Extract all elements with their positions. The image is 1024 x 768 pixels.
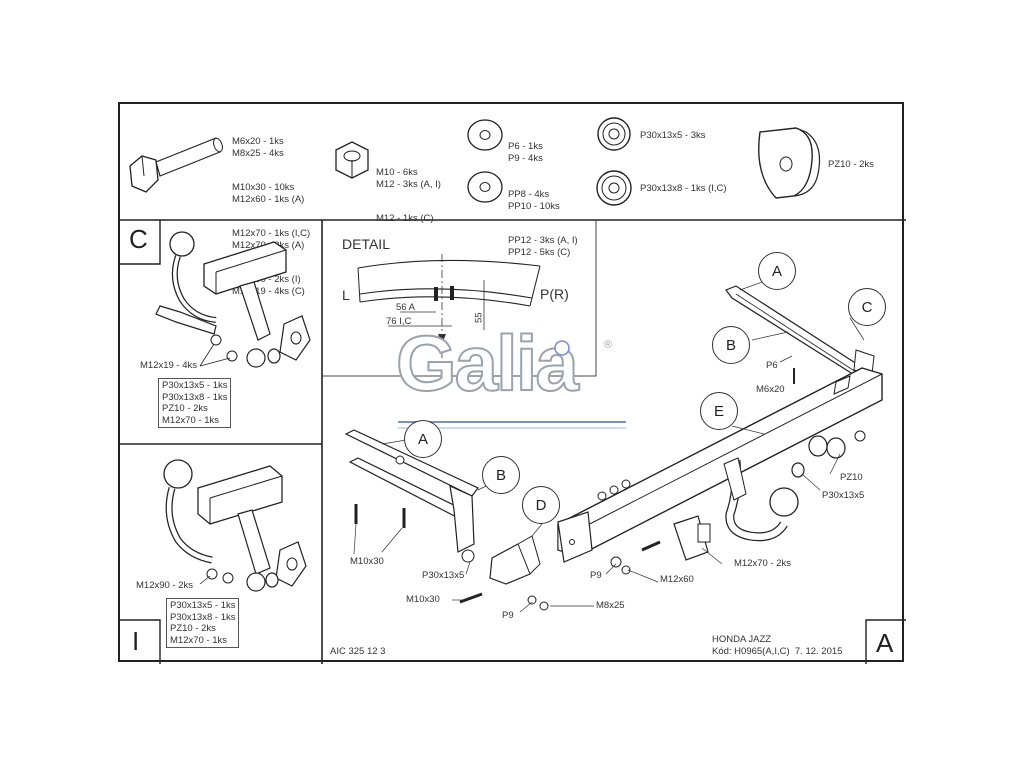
frame-lines bbox=[120, 219, 906, 664]
thick-washer-label-2: P30x13x8 - 1ks (I,C) bbox=[640, 183, 727, 194]
detail-drawing bbox=[357, 254, 541, 364]
label-m10x30-b: M10x30 bbox=[406, 594, 440, 605]
label-m6x20: M6x20 bbox=[756, 384, 785, 395]
callout-e: E bbox=[700, 392, 738, 430]
panel-c-letter: C bbox=[129, 224, 148, 254]
washer-icon bbox=[467, 119, 503, 203]
galia-logo: Galia bbox=[395, 318, 580, 408]
callout-b-top: B bbox=[712, 326, 750, 364]
detail-right-label: P(R) bbox=[540, 286, 569, 302]
nut-icon bbox=[335, 141, 369, 179]
label-m8x25: M8x25 bbox=[596, 600, 625, 611]
callout-b-mid: B bbox=[482, 456, 520, 494]
variant-letter: A bbox=[876, 628, 894, 658]
callout-c-top: C bbox=[848, 288, 886, 326]
thick-washer-label-1: P30x13x5 - 3ks bbox=[640, 130, 706, 141]
panel-i-drawing bbox=[163, 459, 307, 592]
kod-date: Kód: H0965(A,I,C) 7. 12. 2015 bbox=[712, 646, 843, 657]
hardware-illustrations bbox=[129, 117, 821, 206]
panel-i-letter: I bbox=[132, 626, 140, 656]
main-assembly-drawing bbox=[344, 279, 883, 613]
callout-a-left: A bbox=[404, 420, 442, 458]
callout-d: D bbox=[522, 486, 560, 524]
label-p9-b: P9 bbox=[502, 610, 514, 621]
label-p9-a: P9 bbox=[590, 570, 602, 581]
panel-c-drawing bbox=[155, 231, 311, 368]
drawing-code: AIC 325 12 3 bbox=[330, 646, 386, 657]
plate-icon bbox=[758, 127, 821, 199]
thick-washer-icon bbox=[596, 117, 632, 206]
panel-c-bolt-label: M12x19 - 4ks bbox=[140, 360, 198, 371]
panel-i-bolt-label: M12x90 - 2ks bbox=[136, 580, 194, 591]
label-m12x70: M12x70 - 2ks bbox=[734, 558, 792, 569]
label-p30x13x5-right: P30x13x5 bbox=[822, 490, 865, 501]
detail-dim-56: 56 A bbox=[396, 302, 416, 313]
registered-mark: ® bbox=[604, 339, 613, 351]
label-m12x60: M12x60 bbox=[660, 574, 694, 585]
label-p6: P6 bbox=[766, 360, 778, 371]
label-pz10: PZ10 bbox=[840, 472, 863, 483]
bolt-icon bbox=[129, 137, 223, 193]
vehicle-name: HONDA JAZZ bbox=[712, 634, 772, 645]
detail-dim-76: 76 I,C bbox=[386, 316, 412, 327]
label-p30x13x5-left: P30x13x5 bbox=[422, 570, 465, 581]
label-m10x30-a: M10x30 bbox=[350, 556, 384, 567]
detail-left-label: L bbox=[342, 287, 350, 303]
detail-title: DETAIL bbox=[342, 236, 390, 252]
callout-a-top: A bbox=[758, 252, 796, 290]
plate-label: PZ10 - 2ks bbox=[828, 159, 874, 170]
